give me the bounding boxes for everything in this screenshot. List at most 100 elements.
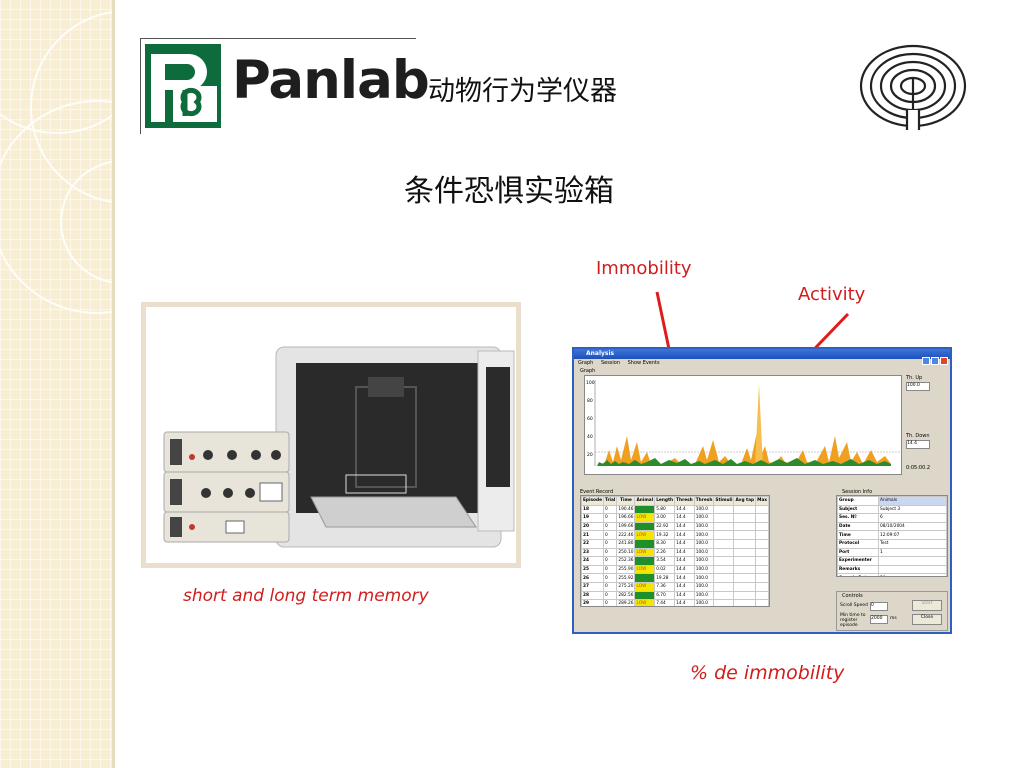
table-cell — [713, 564, 735, 575]
events-table: Episode Trial Time Animal Length Thresh … — [581, 496, 769, 606]
table-cell: 100.0 — [693, 530, 715, 540]
y-tick: 80 — [587, 398, 593, 404]
table-cell: 0 — [602, 573, 618, 583]
table-cell: 100.0 — [693, 599, 715, 606]
table-cell: 14.4 — [674, 581, 695, 592]
session-value — [878, 564, 947, 575]
menu-graph[interactable]: Graph — [578, 360, 594, 366]
table-cell: 0 — [602, 556, 618, 566]
table-cell: 24 — [581, 556, 604, 566]
table-cell: 19 — [581, 513, 604, 523]
table-cell — [755, 504, 769, 515]
scroll-speed-input[interactable]: 0 — [870, 602, 888, 611]
table-cell: 27 — [581, 581, 604, 592]
column-header[interactable]: Animal — [634, 496, 656, 506]
start-button[interactable]: Start — [912, 600, 942, 611]
menu-session[interactable]: Session — [600, 360, 621, 366]
table-cell — [713, 547, 735, 558]
table-cell: 14.4 — [674, 590, 695, 601]
table-cell — [733, 590, 757, 601]
column-header[interactable]: Trial — [602, 496, 618, 506]
min-time-input[interactable]: 2000 — [870, 615, 888, 624]
table-cell: 6.70 — [654, 590, 676, 601]
threshold-up-input[interactable]: 100.0 — [906, 382, 930, 391]
session-value — [878, 556, 947, 566]
menu-show-events[interactable]: Show Events — [627, 360, 660, 366]
column-header[interactable]: Thresh — [674, 496, 695, 506]
close-button[interactable]: Close — [912, 614, 942, 625]
session-key: Protocol — [837, 538, 879, 549]
table-cell: 0 — [602, 599, 618, 606]
threshold-down-input[interactable]: 14.4 — [906, 440, 930, 449]
session-value: 08/10/2004 — [878, 521, 947, 532]
table-cell: 100.0 — [693, 538, 715, 549]
table-cell: 100.0 — [693, 581, 715, 592]
labyrinth-icon — [859, 44, 967, 130]
table-cell: 100.0 — [693, 590, 715, 601]
minimize-icon[interactable] — [922, 357, 930, 365]
column-header[interactable]: Episode — [581, 496, 604, 506]
table-cell — [755, 590, 769, 601]
column-header[interactable]: Thresh — [693, 496, 715, 506]
activity-trace: 100 80 60 40 20 — [586, 380, 901, 466]
panlab-logo-icon — [145, 44, 221, 128]
maximize-icon[interactable] — [931, 357, 939, 365]
table-cell: 255.92 — [616, 573, 636, 583]
session-value: 12:09:07 — [878, 530, 947, 540]
table-cell: 14.4 — [674, 556, 695, 566]
column-header[interactable]: Time — [616, 496, 636, 506]
table-cell: LOW — [634, 564, 656, 575]
controls-title: Controls — [842, 593, 863, 599]
column-header[interactable]: Length — [654, 496, 676, 506]
product-photo — [146, 307, 516, 563]
table-cell: 29 — [581, 599, 604, 606]
table-cell: 255.90 — [616, 564, 636, 575]
column-header[interactable]: Avg tap — [733, 496, 757, 506]
table-cell: 100.0 — [693, 504, 715, 515]
table-cell: 0 — [602, 513, 618, 523]
table-cell: LOW — [634, 547, 656, 558]
table-cell: 20 — [581, 521, 604, 532]
table-cell: 100.0 — [693, 547, 715, 558]
table-cell: 7.44 — [654, 599, 676, 606]
table-cell: 0 — [602, 581, 618, 592]
column-header[interactable]: Stimuli — [713, 496, 735, 506]
table-cell: 0 — [602, 504, 618, 515]
close-icon[interactable] — [940, 357, 948, 365]
session-key: Group — [837, 496, 879, 506]
graph-group-label: Graph — [580, 368, 596, 374]
table-cell: LOW — [634, 513, 656, 523]
table-cell — [713, 590, 735, 601]
column-header[interactable]: Max — [755, 496, 769, 506]
table-cell — [713, 556, 735, 566]
session-row: Experimenter — [837, 556, 947, 566]
session-value: Test — [878, 538, 947, 549]
table-cell: 14.4 — [674, 538, 695, 549]
y-tick: 40 — [587, 434, 593, 440]
table-cell — [733, 521, 757, 532]
table-cell — [634, 504, 656, 515]
table-cell: 196.66 — [616, 513, 636, 523]
table-cell: 3.54 — [654, 556, 676, 566]
event-record-table[interactable]: Episode Trial Time Animal Length Thresh … — [580, 495, 770, 607]
y-tick: 60 — [587, 416, 593, 422]
table-cell — [713, 581, 735, 592]
table-cell: 14.4 — [674, 564, 695, 575]
table-cell — [733, 573, 757, 583]
analysis-software-screenshot: Analysis Graph Session Show Events Graph… — [572, 347, 952, 634]
session-row: Remarks — [837, 564, 947, 575]
